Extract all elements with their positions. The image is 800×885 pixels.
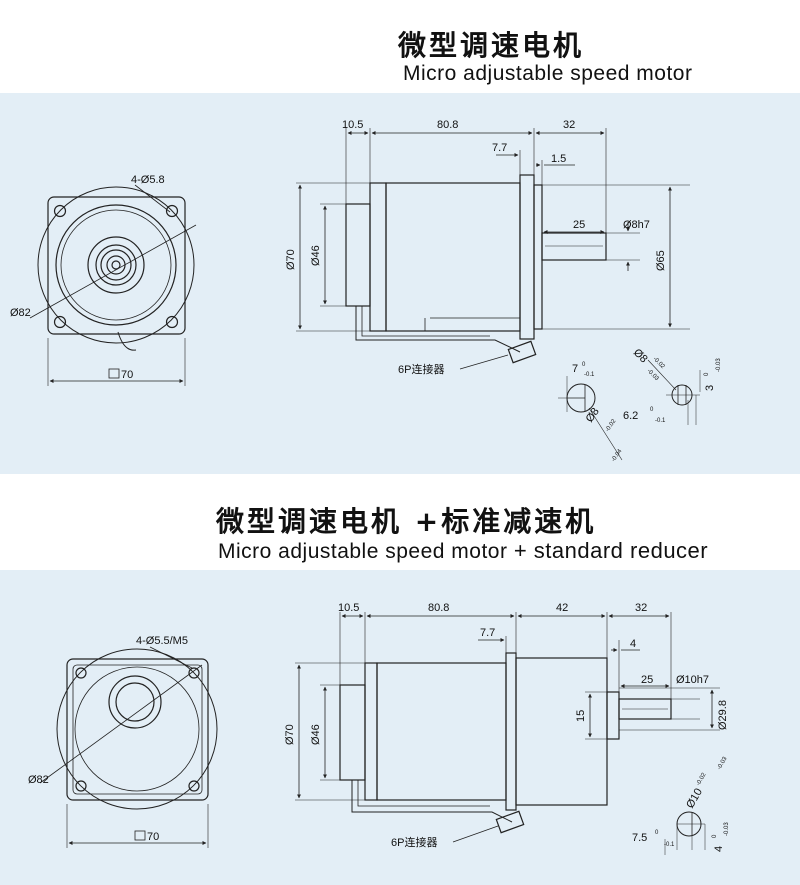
s2-dim-32: 32 bbox=[635, 602, 647, 614]
s2-connector-label: 6P连接器 bbox=[391, 836, 437, 849]
section2-title-en-main: Micro adjustable speed motor bbox=[218, 540, 508, 563]
s2-dim-25: 25 bbox=[641, 674, 653, 686]
s1-dim-shaft: Ø8h7 bbox=[623, 219, 650, 231]
section2-shaft-labels: Ø10 -0.02 -0.03 7.5 0 -0.1 4 0 -0.03 bbox=[632, 756, 730, 852]
s1-dim-46: Ø46 bbox=[310, 245, 322, 266]
s1-dim-70: Ø70 bbox=[285, 249, 297, 270]
s1-tol-0a: 0 bbox=[582, 362, 586, 368]
s1-dim-25: 25 bbox=[573, 219, 585, 231]
s1-front-diameter-label: Ø82 bbox=[10, 307, 31, 319]
s1-shaft-d8-bottom: Ø8 bbox=[584, 406, 602, 425]
s1-tol-0b: 0 bbox=[704, 372, 710, 376]
s1-shaft-3: 3 bbox=[704, 385, 716, 391]
s2-dim-10-5: 10.5 bbox=[338, 602, 359, 614]
s2-dim-shaft: Ø10h7 bbox=[676, 674, 709, 686]
section1-panel bbox=[0, 93, 800, 474]
s1-tol-0-02d: -0.02 bbox=[605, 418, 618, 433]
s2-dim-15: 15 bbox=[575, 710, 587, 722]
s2-shaft-4: 4 bbox=[713, 846, 725, 852]
s2-dim-29-8: Ø29.8 bbox=[717, 700, 729, 730]
section2-shaft-detail bbox=[664, 811, 706, 855]
s1-dim-1-5: 1.5 bbox=[551, 153, 566, 165]
s2-tol-0b: 0 bbox=[712, 834, 718, 838]
s2-front-square-label: 70 bbox=[147, 831, 159, 843]
section2-front-view bbox=[39, 646, 218, 848]
s1-tol-0-02a: -0.02 bbox=[652, 356, 666, 370]
s1-shaft-d8-top: Ø8 bbox=[631, 347, 650, 366]
section1-side-dims: 10.5 80.8 32 7.7 1.5 25 Ø8h7 Ø70 Ø46 Ø65… bbox=[285, 119, 667, 376]
s2-dim-46: Ø46 bbox=[310, 724, 322, 745]
s1-tol-0-04d: -0.04 bbox=[611, 448, 624, 463]
section1-shaft-detail bbox=[558, 359, 701, 461]
s2-dim-70: Ø70 bbox=[284, 724, 296, 745]
s1-front-square-label: 70 bbox=[121, 369, 133, 381]
s1-tol-0-1c: -0.1 bbox=[655, 418, 666, 424]
s2-tol-0-03: -0.03 bbox=[717, 756, 729, 771]
s2-dim-7-7: 7.7 bbox=[480, 627, 495, 639]
s1-tol-0c: 0 bbox=[650, 407, 654, 413]
s2-dim-80-8: 80.8 bbox=[428, 602, 449, 614]
s1-tol-0-03b: -0.03 bbox=[716, 358, 722, 372]
s2-tol-0-1a: -0.1 bbox=[664, 842, 675, 848]
section2-side-view bbox=[295, 612, 720, 834]
s2-tol-0-03b: -0.03 bbox=[724, 822, 730, 836]
s2-dim-42: 42 bbox=[556, 602, 568, 614]
s1-dim-80-8: 80.8 bbox=[437, 119, 458, 131]
s1-shaft-6-2: 6.2 bbox=[623, 410, 638, 422]
s1-front-hole-label: 4-Ø5.8 bbox=[131, 174, 165, 186]
section2-title-en-plus: + standard reducer bbox=[513, 538, 709, 563]
s2-front-diameter-label: Ø82 bbox=[28, 774, 49, 786]
section2-title-cn: 微型调速电机 +标准减速机 bbox=[216, 505, 597, 538]
s2-tol-0a: 0 bbox=[655, 830, 659, 836]
s2-shaft-7-5: 7.5 bbox=[632, 832, 647, 844]
square-symbol-icon bbox=[108, 368, 120, 379]
section1-title-en: Micro adjustable speed motor bbox=[403, 62, 693, 85]
s1-dim-10-5: 10.5 bbox=[342, 119, 363, 131]
s1-shaft-7: 7 bbox=[572, 363, 578, 375]
section1-title-cn: 微型调速电机 bbox=[398, 29, 585, 62]
s2-front-hole-label: 4-Ø5.5/M5 bbox=[136, 635, 188, 647]
section1-front-view bbox=[29, 184, 197, 386]
s2-dim-4: 4 bbox=[630, 638, 636, 650]
square-symbol-icon-2 bbox=[134, 830, 146, 841]
s1-dim-32: 32 bbox=[563, 119, 575, 131]
s1-dim-65: Ø65 bbox=[655, 250, 667, 271]
section2-side-dims: 10.5 80.8 42 32 7.7 4 25 Ø10h7 15 Ø29.8 … bbox=[284, 602, 729, 849]
s2-shaft-d10: Ø10 bbox=[684, 786, 705, 810]
s1-tol-0-1a: -0.1 bbox=[584, 372, 595, 378]
s1-connector-label: 6P连接器 bbox=[398, 363, 444, 376]
s2-tol-0-02: -0.02 bbox=[696, 772, 708, 787]
section1-side-view bbox=[296, 128, 690, 364]
s1-dim-7-7: 7.7 bbox=[492, 142, 507, 154]
section1-shaft-labels: 7 0 -0.1 Ø8 -0.02 -0.03 3 0 -0.03 6.2 0 … bbox=[572, 347, 722, 464]
section2-title-en: Micro adjustable speed motor + standard … bbox=[218, 538, 708, 564]
